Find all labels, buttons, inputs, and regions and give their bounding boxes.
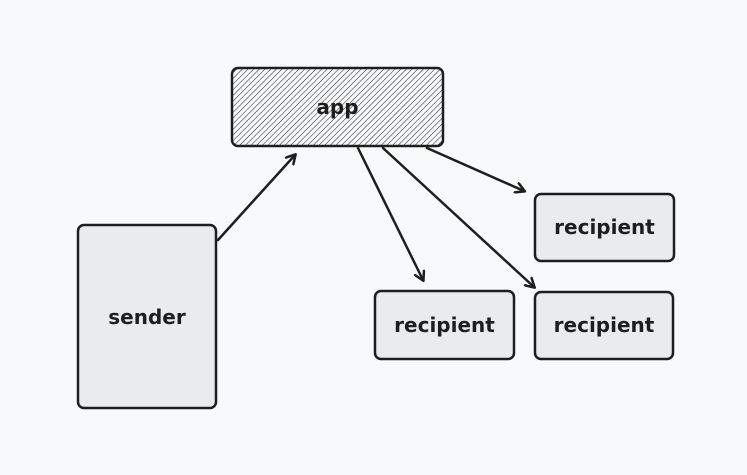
node-recipient-bottom-left-box (373, 289, 516, 361)
node-recipient-bottom-left-label: recipient (394, 313, 495, 337)
edge-app-to-recipient-bottom-right (381, 146, 534, 287)
node-app-label: app (316, 95, 358, 119)
node-app[interactable]: app (230, 66, 445, 148)
node-recipient-bottom-left[interactable]: recipient (373, 289, 516, 361)
node-recipient-bottom-right-label: recipient (554, 313, 655, 337)
node-recipient-top-box (533, 192, 676, 263)
node-recipient-top-label: recipient (554, 215, 655, 239)
node-sender-box (76, 223, 218, 410)
edge-sender-to-app (216, 155, 295, 242)
edge-app-to-recipient-bottom-left (356, 146, 423, 280)
node-recipient-top[interactable]: recipient (533, 192, 676, 263)
edges (216, 146, 534, 287)
node-sender[interactable]: sender (76, 223, 218, 410)
node-recipient-bottom-right[interactable]: recipient (533, 290, 675, 361)
node-recipient-bottom-right-box (533, 290, 675, 361)
node-app-box (230, 66, 445, 148)
node-sender-label: sender (108, 305, 186, 329)
edge-app-to-recipient-top (425, 146, 524, 191)
